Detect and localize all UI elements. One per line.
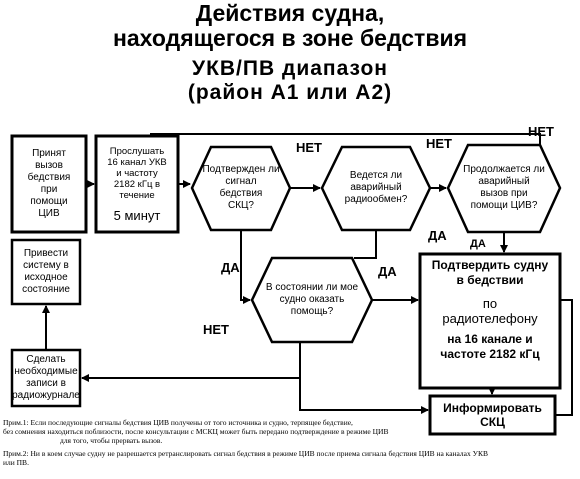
answer-yes-1: ДА [221,260,240,275]
title-line-1: Действия судна, [195,0,385,26]
confirm-title: Подтвердить судну в бедствии [431,258,549,287]
answer-no-4: НЕТ [203,322,229,337]
confirm-freq: на 16 канале и частоте 2182 кГц [440,332,540,361]
answer-no-1: НЕТ [296,140,322,155]
decision-continues [446,143,562,234]
arrow-continues-loop [150,133,541,145]
box-listen-minutes: 5 минут [113,208,161,223]
decision-can-help-text: В состоянии ли мое судно оказать помощь? [265,282,359,317]
answer-no-3: НЕТ [528,124,554,139]
box-inform [428,394,557,436]
title-line-2: находящегося в зоне бедствия [112,25,468,51]
box-log-text: Сделать необходимые записи в радиожурнал… [12,354,80,401]
box-reset-text: Привести систему в исходное состояние [22,248,70,295]
answer-no-2: НЕТ [426,136,452,151]
box-listen-text: Прослушать 16 канал УКВ и частоту 2182 к… [107,145,167,201]
inform-text: Информировать СКЦ [443,401,542,429]
title-line-3: УКВ/ПВ диапазон [192,57,388,80]
note-2b: или ПВ. [3,458,29,467]
arrow-canhelp-inform [299,342,429,414]
title-line-4: (район А1 или А2) [187,81,393,104]
note-1c: для того, чтобы прервать вызов. [60,436,163,445]
box-log [10,348,82,408]
box-confirm [418,252,562,390]
note-1a: Прим.1: Если последующие сигналы бедстви… [3,418,353,427]
confirm-box-text: Подтвердить судну в бедствии по радиотел… [424,258,556,383]
confirm-by: по радиотелефону [442,296,538,326]
note-1b: без сомнения находиться поблизости, посл… [3,427,389,436]
answer-yes-4: ДА [470,238,486,250]
arrow-confirmed-canhelp [240,230,251,304]
box-reset [10,238,82,306]
decision-traffic-text: Ведется ли аварийный радиообмен? [344,170,408,205]
box-received-text: Принят вызов бедствия при помощи ЦИВ [27,148,71,219]
arrow-traffic-canhelp [354,230,377,259]
answer-yes-2: ДА [378,264,397,279]
note-2a: Прим.2: Ни в коем случае судну не разреш… [3,449,488,458]
decision-continues-text: Продолжается ли аварийный вызов при помо… [463,164,545,211]
decision-confirmed-text: Подтвержден ли сигнал бедствия СКЦ? [202,164,280,211]
arrow-inform-log [555,299,573,416]
box-listen [94,134,180,234]
answer-yes-3: ДА [428,228,447,243]
